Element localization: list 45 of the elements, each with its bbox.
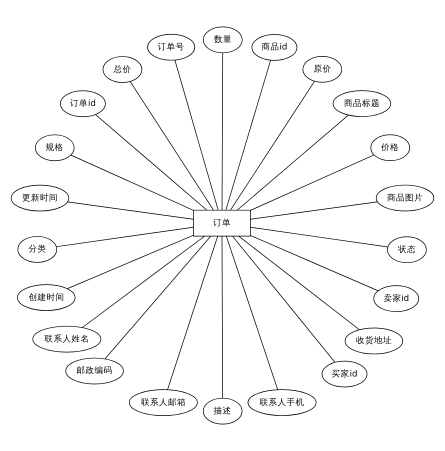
connector [238, 236, 360, 330]
node-ellipse: 邮政编码 [65, 358, 124, 384]
node-ellipse: 状态 [387, 236, 427, 264]
connector [250, 201, 378, 220]
connector [222, 52, 224, 210]
node-ellipse: 买家id [322, 360, 368, 388]
node-ellipse: 数量 [202, 26, 243, 54]
node-ellipse: 分类 [17, 236, 58, 263]
node-ellipse: 联系人姓名 [32, 326, 102, 352]
node-ellipse: 创建时间 [17, 284, 76, 311]
connector [167, 236, 218, 390]
connector [250, 226, 388, 248]
connector [232, 236, 336, 362]
node-ellipse: 联系人手机 [248, 389, 316, 416]
connector [130, 81, 214, 210]
connector [67, 234, 194, 289]
node-ellipse: 原价 [302, 56, 342, 83]
node-ellipse: 收货地址 [344, 328, 404, 354]
connector [70, 154, 194, 211]
connector [95, 114, 208, 211]
connector [250, 154, 374, 211]
node-box: 订单 [193, 210, 251, 236]
node-ellipse: 描述 [202, 398, 242, 424]
node-ellipse: 总价 [102, 56, 142, 83]
connector [67, 202, 194, 220]
node-ellipse: 更新时间 [10, 184, 70, 212]
connector [236, 114, 349, 210]
node-ellipse: 商品id [252, 34, 298, 61]
node-ellipse: 规格 [34, 134, 75, 162]
connector [230, 80, 315, 210]
node-ellipse: 商品标题 [332, 90, 392, 117]
node-ellipse: 订单id [60, 90, 106, 118]
connector [174, 60, 218, 210]
node-ellipse: 卖家id [373, 285, 420, 312]
connector [226, 236, 278, 390]
node-ellipse: 订单号 [147, 34, 196, 61]
connector [226, 60, 271, 210]
connector [82, 236, 205, 328]
node-ellipse: 联系人邮箱 [128, 389, 198, 416]
node-ellipse: 商品图片 [376, 184, 434, 212]
node-ellipse: 价格 [370, 134, 410, 162]
connector [104, 236, 212, 360]
connector [250, 235, 378, 292]
connector [222, 236, 223, 398]
connector [56, 226, 194, 248]
